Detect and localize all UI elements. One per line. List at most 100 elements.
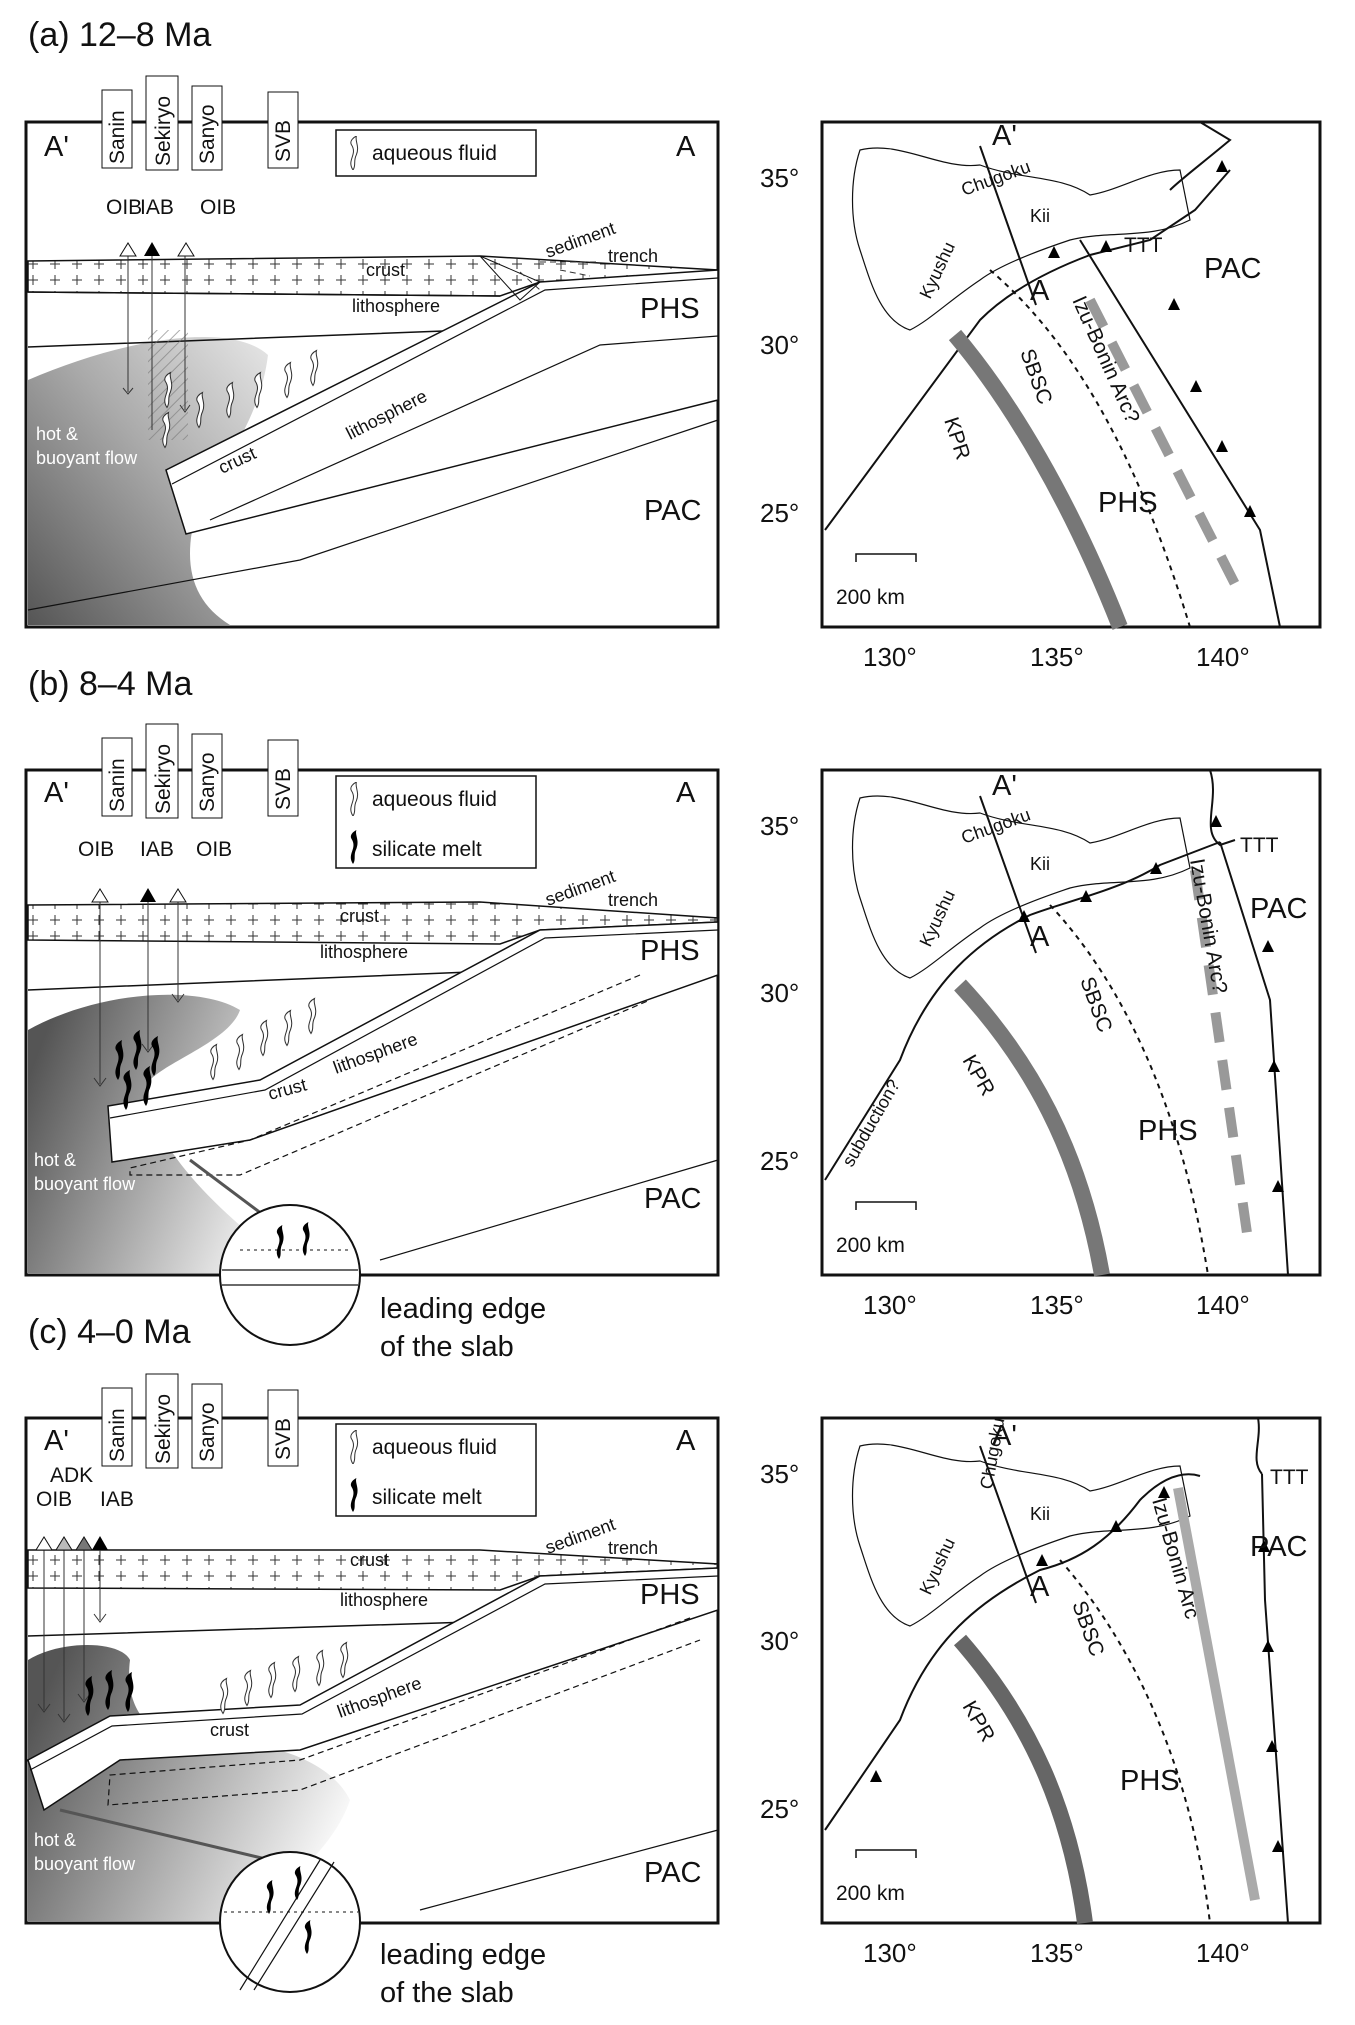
region-svb-c: SVB bbox=[272, 1418, 295, 1460]
map-xtick-135-c: 135° bbox=[1030, 1938, 1084, 1968]
region-sekiryo-b: Sekiryo bbox=[152, 744, 175, 814]
map-phs-a: PHS bbox=[1098, 487, 1158, 519]
trench-label-b: trench bbox=[608, 890, 658, 910]
volcano-oib-c: OIB bbox=[36, 1488, 72, 1511]
map-ytick-30-c: 30° bbox=[760, 1626, 799, 1656]
map-ytick-25-a: 25° bbox=[760, 498, 799, 528]
region-sekiryo-c: Sekiryo bbox=[152, 1394, 175, 1464]
volcano-adk-c: ADK bbox=[50, 1464, 93, 1487]
map-a-b: A bbox=[1030, 921, 1050, 953]
map-kii-b: Kii bbox=[1030, 854, 1050, 874]
map-pac-c: PAC bbox=[1250, 1531, 1307, 1563]
phs-label-a: PHS bbox=[640, 293, 700, 325]
phs-label-c: PHS bbox=[640, 1579, 700, 1611]
hot-flow-c bbox=[28, 1645, 350, 1921]
flow-label-1-c: hot & bbox=[34, 1830, 76, 1850]
map-kii-a: Kii bbox=[1030, 206, 1050, 226]
map-aprime-b: A' bbox=[992, 770, 1017, 802]
map-pac-a: PAC bbox=[1204, 253, 1261, 285]
map-xtick-140-c: 140° bbox=[1196, 1938, 1250, 1968]
map-aprime-c: A' bbox=[992, 1420, 1017, 1452]
region-sanin-a: Sanin bbox=[106, 110, 129, 164]
trench-label-c: trench bbox=[608, 1538, 658, 1558]
legend-melt-b: silicate melt bbox=[372, 838, 482, 861]
map-xtick-130-c: 130° bbox=[863, 1938, 917, 1968]
cross-section-c: Sanin Sekiryo Sanyo SVB aqueous fluid si… bbox=[24, 1373, 720, 2009]
map-ytick-35-b: 35° bbox=[760, 811, 799, 841]
panel-title-a: (a) 12–8 Ma bbox=[28, 16, 212, 54]
flow-label-2-b: buoyant flow bbox=[34, 1174, 136, 1194]
map-aprime-a: A' bbox=[992, 120, 1017, 152]
trench-label-a: trench bbox=[608, 246, 658, 266]
legend-c bbox=[335, 1423, 537, 1517]
pac-label-a: PAC bbox=[644, 495, 701, 527]
map-xtick-135-b: 135° bbox=[1030, 1290, 1084, 1320]
map-ytick-30-a: 30° bbox=[760, 330, 799, 360]
crust-label-b: crust bbox=[340, 906, 379, 926]
map-ttt-c: TTT bbox=[1270, 1466, 1309, 1489]
japan-coast-a bbox=[851, 147, 1191, 331]
map-ytick-35-a: 35° bbox=[760, 163, 799, 193]
corner-aprime-a: A' bbox=[44, 131, 69, 163]
legend-aqueous-b: aqueous fluid bbox=[372, 788, 497, 811]
corner-a-a: A bbox=[676, 131, 696, 163]
map-phs-b: PHS bbox=[1138, 1115, 1198, 1147]
map-a-a: A bbox=[1030, 275, 1050, 307]
map-ttt-b: TTT bbox=[1240, 834, 1279, 857]
map-xtick-140-a: 140° bbox=[1196, 642, 1250, 672]
corner-aprime-c: A' bbox=[44, 1425, 69, 1457]
map-xtick-130-b: 130° bbox=[863, 1290, 917, 1320]
region-sanyo-c: Sanyo bbox=[196, 1402, 219, 1462]
map-ytick-30-b: 30° bbox=[760, 978, 799, 1008]
region-sekiryo-a: Sekiryo bbox=[152, 96, 175, 166]
japan-coast-c bbox=[851, 1443, 1191, 1627]
map-pac-b: PAC bbox=[1250, 893, 1307, 925]
volcano-iab-c: IAB bbox=[100, 1488, 134, 1511]
legend-a bbox=[335, 129, 537, 177]
lithosphere-label-c: lithosphere bbox=[340, 1590, 428, 1610]
map-ttt-a: TTT bbox=[1124, 234, 1163, 257]
pac-label-b: PAC bbox=[644, 1183, 701, 1215]
slab-a bbox=[165, 269, 719, 535]
slab-crust-label-c: crust bbox=[210, 1720, 249, 1740]
region-sanyo-a: Sanyo bbox=[196, 104, 219, 164]
flow-label-2-c: buoyant flow bbox=[34, 1854, 136, 1874]
legend-aqueous-c: aqueous fluid bbox=[372, 1436, 497, 1459]
leading-edge-inset-b bbox=[219, 1204, 361, 1346]
flow-label-1-a: hot & bbox=[36, 424, 78, 444]
corner-a-b: A bbox=[676, 777, 696, 809]
corner-a-c: A bbox=[676, 1425, 696, 1457]
region-sanin-c: Sanin bbox=[106, 1408, 129, 1462]
volcano-oib-1-b: OIB bbox=[78, 838, 114, 861]
leading-edge-inset-c bbox=[219, 1851, 361, 1993]
japan-coast-b bbox=[851, 795, 1191, 979]
flow-label-1-b: hot & bbox=[34, 1150, 76, 1170]
map-ytick-35-c: 35° bbox=[760, 1459, 799, 1489]
map-scale-c: 200 km bbox=[836, 1882, 905, 1905]
map-phs-c: PHS bbox=[1120, 1765, 1180, 1797]
map-scale-b: 200 km bbox=[836, 1234, 905, 1257]
edge-label-2-b: of the slab bbox=[380, 1331, 514, 1363]
volcano-oib-2-a: OIB bbox=[200, 196, 236, 219]
volcano-iab-b: IAB bbox=[140, 838, 174, 861]
panel-title-c: (c) 4–0 Ma bbox=[28, 1313, 191, 1351]
volcano-oib-2-b: OIB bbox=[196, 838, 232, 861]
lithosphere-label-a: lithosphere bbox=[352, 296, 440, 316]
phs-label-b: PHS bbox=[640, 935, 700, 967]
legend-aqueous-a: aqueous fluid bbox=[372, 142, 497, 165]
edge-label-1-b: leading edge bbox=[380, 1293, 546, 1325]
map-c: A' A Chugoku Kii Kyushu TTT PAC PHS KPR … bbox=[760, 1416, 1322, 1968]
region-svb-a: SVB bbox=[272, 120, 295, 162]
region-svb-b: SVB bbox=[272, 768, 295, 810]
region-sanin-b: Sanin bbox=[106, 758, 129, 812]
pac-label-c: PAC bbox=[644, 1857, 701, 1889]
lithosphere-label-b: lithosphere bbox=[320, 942, 408, 962]
panel-title-b: (b) 8–4 Ma bbox=[28, 665, 193, 703]
slab-b bbox=[107, 921, 719, 1163]
cross-section-b: Sanin Sekiryo Sanyo SVB aqueous fluid si… bbox=[24, 723, 720, 1363]
map-scale-a: 200 km bbox=[836, 586, 905, 609]
legend-melt-c: silicate melt bbox=[372, 1486, 482, 1509]
map-kii-c: Kii bbox=[1030, 1504, 1050, 1524]
volcano-iab-a: IAB bbox=[140, 196, 174, 219]
corner-aprime-b: A' bbox=[44, 777, 69, 809]
